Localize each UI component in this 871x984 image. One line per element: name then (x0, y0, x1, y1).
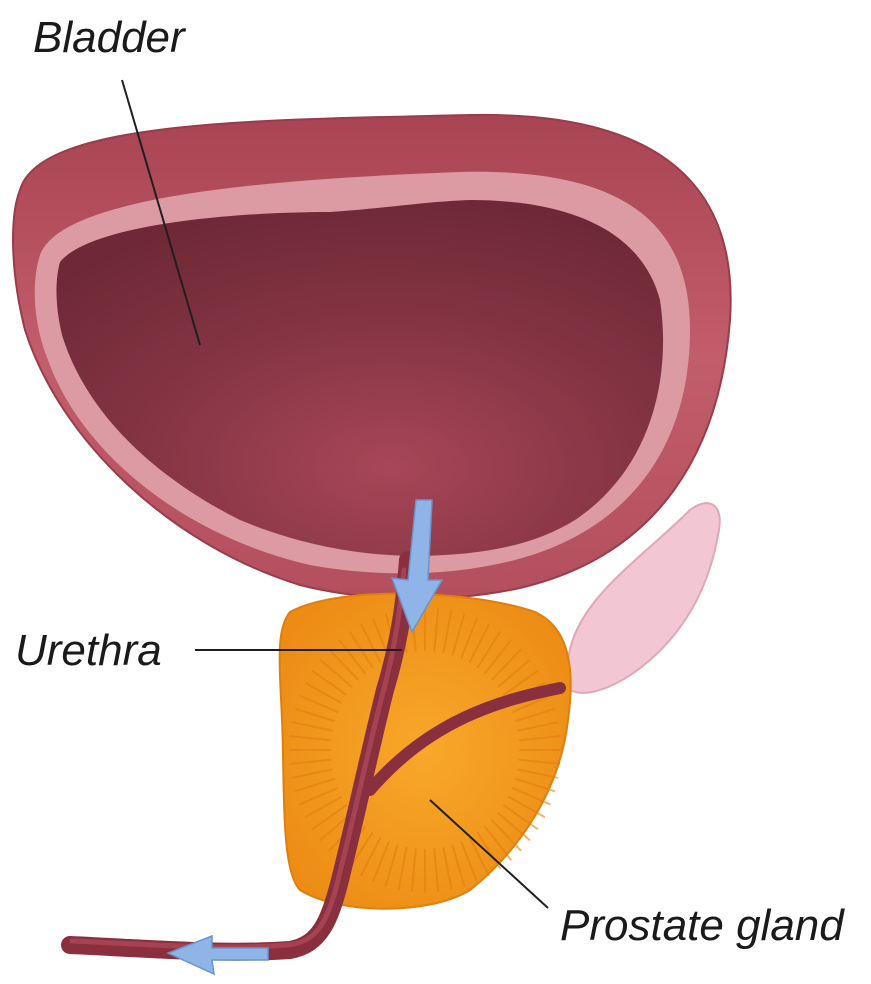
urethra-label: Urethra (15, 626, 162, 675)
prostate-gland-label: Prostate gland (560, 901, 845, 950)
bladder (13, 115, 731, 599)
bladder-label: Bladder (33, 13, 187, 62)
prostate-gland (280, 594, 571, 909)
